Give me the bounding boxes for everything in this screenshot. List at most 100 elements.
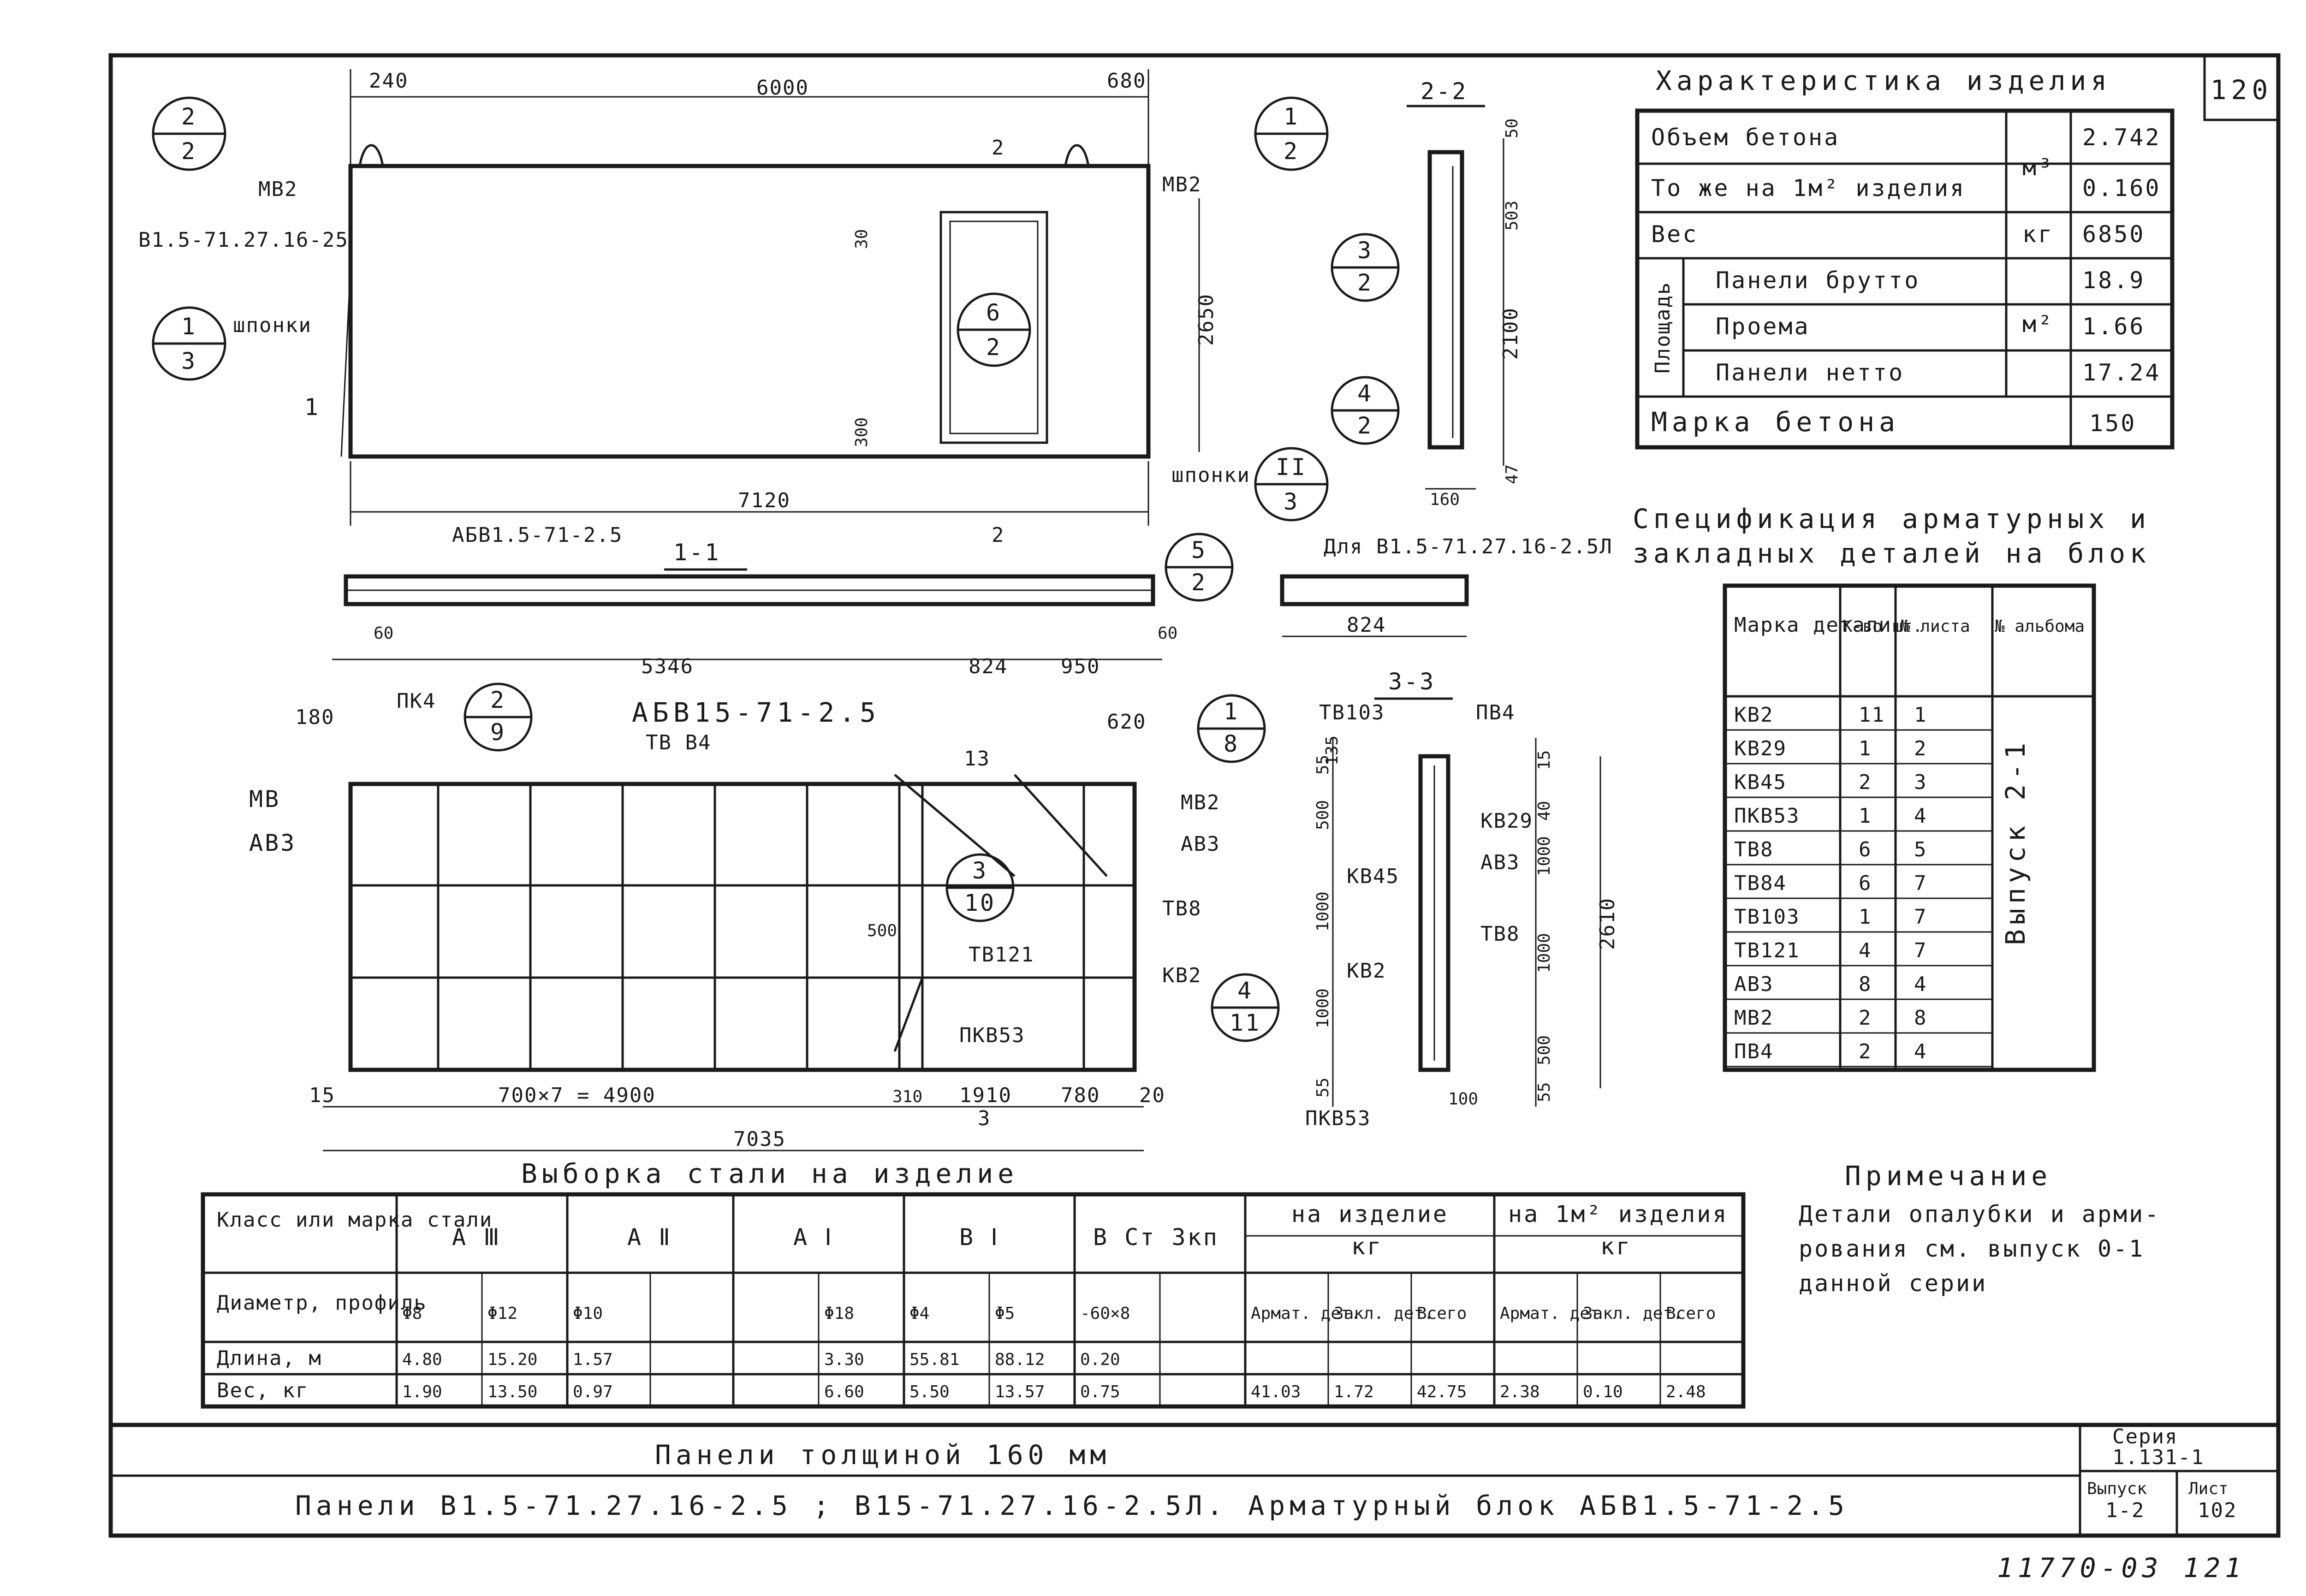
dim-2610: 2610 bbox=[1596, 897, 1619, 950]
spec-cell: 11 bbox=[1859, 703, 1885, 727]
svg-text:3: 3 bbox=[1357, 237, 1373, 264]
char-row-opening: Проема bbox=[1716, 313, 1810, 340]
steel-cell: 5.50 bbox=[909, 1382, 950, 1401]
spec-cell: АВ3 bbox=[1734, 973, 1773, 996]
spec-title-2: закладных деталей на блок bbox=[1633, 538, 2151, 569]
section-alt: Для В1.5-71.27.16-2.5Л 824 bbox=[1280, 535, 1613, 637]
steel-cell: 0.75 bbox=[1080, 1382, 1120, 1401]
characteristics-title: Характеристика изделия bbox=[1656, 65, 2111, 96]
steel-cell: 55.81 bbox=[909, 1350, 959, 1369]
svg-text:2: 2 bbox=[1357, 412, 1373, 439]
steel-on-product-unit: кг bbox=[1351, 1233, 1383, 1260]
svg-text:2: 2 bbox=[181, 103, 197, 130]
steel-title: Выборка стали на изделие bbox=[521, 1158, 1018, 1189]
section-2-2-outline bbox=[1427, 150, 1464, 450]
svg-text:3: 3 bbox=[972, 857, 988, 884]
dim-500b: 500 bbox=[1535, 1035, 1554, 1065]
dim-135: 135 bbox=[1323, 736, 1342, 765]
dim-824a: 824 bbox=[969, 655, 1008, 678]
svg-text:5: 5 bbox=[1191, 537, 1207, 564]
label-tb121: ТВ121 bbox=[969, 943, 1034, 967]
label-tb84: ТВ В4 bbox=[646, 731, 711, 754]
steel-cell: 0.20 bbox=[1080, 1350, 1120, 1369]
spec-cell: КВ45 bbox=[1734, 771, 1787, 794]
issue-value: 1-2 bbox=[2105, 1499, 2145, 1522]
char-val-net: 17.24 bbox=[2082, 359, 2161, 386]
title-line-2: Панели В1.5-71.27.16-2.5 ; В15-71.27.16-… bbox=[295, 1490, 1849, 1521]
steel-class-a3: А Ⅲ bbox=[452, 1224, 501, 1251]
svg-text:2: 2 bbox=[490, 687, 506, 713]
dim-180: 180 bbox=[295, 706, 334, 729]
label-shponki-right: шпонки bbox=[1171, 463, 1250, 487]
dim-300: 300 bbox=[852, 417, 871, 447]
spec-cell: 1 bbox=[1859, 804, 1872, 828]
sheet-label: Лист bbox=[2188, 1479, 2229, 1498]
spec-cell: ПКВ53 bbox=[1734, 804, 1800, 828]
label-pk4: ПК4 bbox=[397, 689, 436, 713]
dim-824b: 824 bbox=[1347, 613, 1386, 637]
steel-class-b1: В Ⅰ bbox=[959, 1224, 999, 1251]
dim-5346: 5346 bbox=[641, 655, 694, 678]
section-1-1-title: 1-1 bbox=[673, 539, 720, 566]
dim-2100: 2100 bbox=[1499, 307, 1522, 360]
spec-cell: 4 bbox=[1859, 939, 1872, 962]
steel-length-label: Длина, м bbox=[217, 1347, 322, 1370]
callout-4-2: 4 2 bbox=[1331, 376, 1400, 445]
steel-cell: Всего bbox=[1417, 1304, 1467, 1323]
label-pb4: ПВ4 bbox=[1476, 701, 1515, 724]
steel-cell: -60×8 bbox=[1080, 1304, 1130, 1323]
char-val-weight: 6850 bbox=[2082, 221, 2145, 248]
steel-class-a1: А Ⅰ bbox=[793, 1224, 833, 1251]
steel-cell: 3.30 bbox=[824, 1350, 864, 1369]
spec-cell: 8 bbox=[1859, 973, 1872, 996]
section-alt-label: Для В1.5-71.27.16-2.5Л bbox=[1324, 535, 1613, 558]
note: Примечание Детали опалубки и арми- рован… bbox=[1799, 1160, 2158, 1297]
steel-cell: Всего bbox=[1666, 1304, 1716, 1323]
dim-55a: 55 bbox=[1313, 755, 1332, 775]
label-tb103: ТВ103 bbox=[1319, 701, 1385, 724]
dim-60b: 60 bbox=[1158, 624, 1177, 643]
dim-100: 100 bbox=[1448, 1090, 1478, 1109]
specification-table: Спецификация арматурных и закладных дета… bbox=[1633, 503, 2151, 1072]
dim-620: 620 bbox=[1107, 710, 1146, 734]
char-val-grade: 150 bbox=[2089, 410, 2136, 437]
reinf-outline bbox=[348, 782, 1137, 1072]
callout-3-10: 3 10 bbox=[945, 853, 1015, 922]
dim-15: 15 bbox=[309, 1084, 335, 1107]
svg-text:4: 4 bbox=[1237, 977, 1253, 1004]
reinforcement-block: АБВ15-71-2.5 180 ПК4 ТВ В4 МВ АВ3 МВ2 АВ… bbox=[249, 682, 1280, 1151]
characteristics-table: Характеристика изделия Объем бетона То ж… bbox=[1635, 65, 2175, 450]
spec-cell: 3 bbox=[1914, 771, 1927, 794]
section-3-3: 3-3 ТВ103 ПВ4 КВ29 КВ45 АВ3 ТВ8 КВ2 ПКВ5… bbox=[1305, 668, 1619, 1130]
spec-cell: 1 bbox=[1859, 905, 1872, 929]
steel-cell: 1.72 bbox=[1334, 1382, 1374, 1401]
door-inner bbox=[949, 220, 1039, 434]
spec-cell: 7 bbox=[1914, 939, 1927, 962]
steel-cell: Φ18 bbox=[824, 1304, 854, 1323]
reinf-title: АБВ15-71-2.5 bbox=[632, 697, 880, 728]
note-title: Примечание bbox=[1845, 1160, 2052, 1192]
steel-class-a2: А Ⅱ bbox=[627, 1224, 672, 1251]
label-kb29: КВ29 bbox=[1480, 809, 1533, 833]
spec-cell: 2 bbox=[1859, 771, 1872, 794]
svg-text:8: 8 bbox=[1224, 730, 1239, 757]
dim-503: 503 bbox=[1503, 201, 1521, 231]
callout-5-2: 5 2 bbox=[1165, 533, 1234, 602]
dim-950: 950 bbox=[1061, 655, 1100, 678]
label-shponki-left: шпонки bbox=[233, 314, 312, 337]
top-view: 240 6000 680 7120 2650 30 300 МВ2 МВ2 В1… bbox=[138, 69, 1329, 526]
dim-240: 240 bbox=[369, 69, 408, 93]
handwritten-number: 11770-03 121 bbox=[1997, 1552, 2246, 1584]
sheet-number-box bbox=[2203, 54, 2280, 121]
issue-label: Выпуск bbox=[2087, 1479, 2147, 1498]
char-unit-m3: м³ bbox=[2022, 154, 2054, 181]
title-block: Панели толщиной 160 мм Панели В1.5-71.27… bbox=[295, 1425, 2236, 1522]
char-row-weight: Вес bbox=[1651, 221, 1698, 248]
dim-30: 30 bbox=[852, 229, 871, 249]
dim-680: 680 bbox=[1107, 69, 1146, 93]
steel-cell: 42.75 bbox=[1417, 1382, 1467, 1401]
steel-cell: 88.12 bbox=[995, 1350, 1045, 1369]
panel-outline bbox=[348, 164, 1151, 459]
dim-500a: 500 bbox=[1313, 800, 1332, 830]
